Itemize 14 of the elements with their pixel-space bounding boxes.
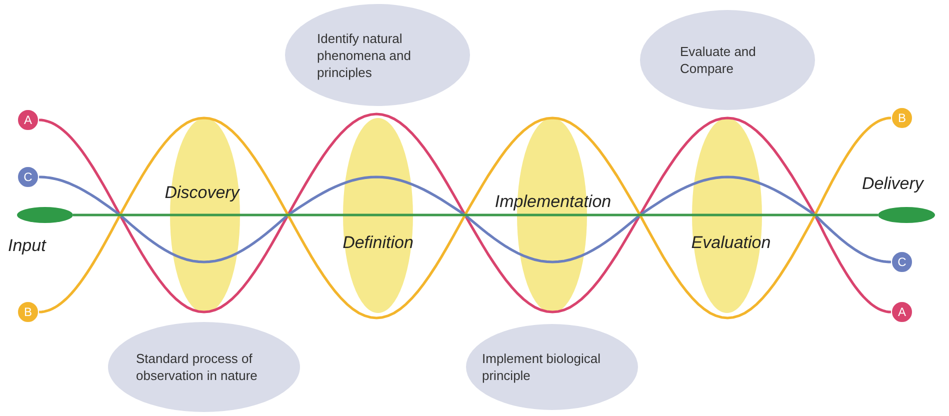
terminal-oval <box>878 207 935 223</box>
bubble-text: Evaluate and Compare <box>680 43 757 77</box>
phase-label: Definition <box>342 233 414 253</box>
wave-line <box>38 176 892 264</box>
phase-label: Evaluation <box>691 233 771 253</box>
terminal-label: Delivery <box>862 174 924 194</box>
wave-line <box>73 214 878 216</box>
bubble-text: Identify natural phenomena and principles <box>317 30 412 80</box>
bubble-text: Standard process of observation in nature <box>136 350 258 384</box>
phase-label: Discovery <box>164 183 240 203</box>
terminal-oval <box>17 207 73 223</box>
phase-label: Implementation <box>494 192 612 212</box>
terminal-label: Input <box>8 236 46 256</box>
bubble-text: Implement biological principle <box>482 350 602 384</box>
